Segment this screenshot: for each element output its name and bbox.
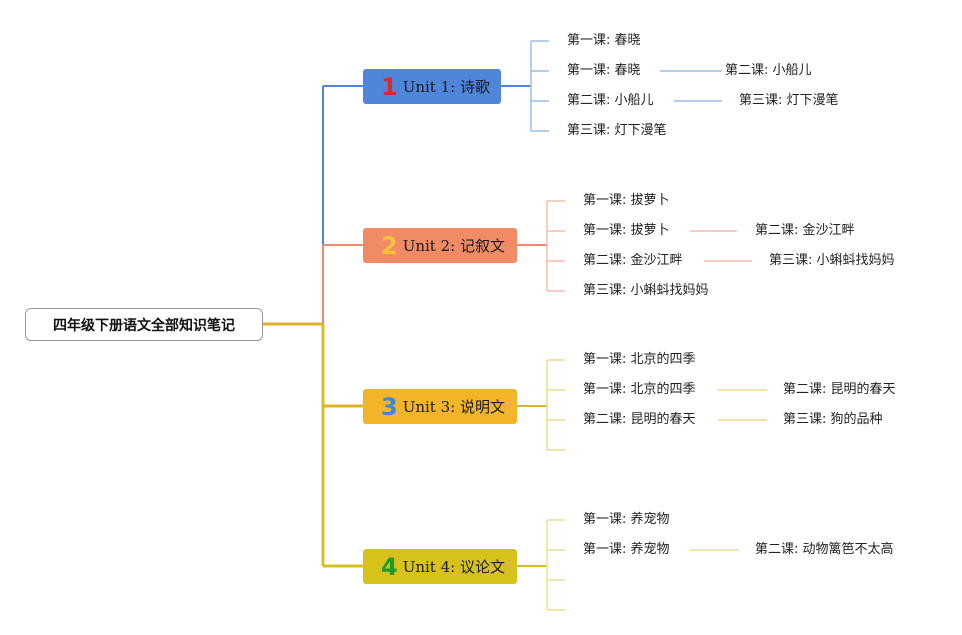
lesson-topic[interactable]: 第三课: 小蝌蚪找妈妈	[583, 283, 709, 298]
lesson-topic[interactable]: 第一课: 拔萝卜	[583, 193, 670, 208]
unit-number-2-icon: 2	[381, 231, 398, 260]
root-topic[interactable]: 四年级下册语文全部知识笔记	[25, 308, 263, 341]
lesson-topic[interactable]: 第一课: 春晓	[567, 63, 641, 78]
lesson-topic[interactable]: 第二课: 昆明的春天	[783, 382, 896, 397]
lesson-topic[interactable]: 第一课: 北京的四季	[583, 382, 696, 397]
lesson-topic[interactable]: 第一课: 春晓	[567, 33, 641, 48]
unit-label-4: Unit 4: 议论文	[402, 558, 505, 576]
lesson-topic[interactable]: 第三课: 小蝌蚪找妈妈	[769, 253, 895, 268]
lesson-topic[interactable]: 第二课: 金沙江畔	[755, 223, 855, 238]
root-topic-label: 四年级下册语文全部知识笔记	[53, 317, 235, 334]
lesson-topic[interactable]: 第三课: 灯下漫笔	[739, 93, 839, 108]
unit-number-4-icon: 4	[381, 552, 398, 581]
unit-label-3: Unit 3: 说明文	[402, 398, 505, 416]
lesson-topic[interactable]: 第一课: 养宠物	[583, 542, 670, 557]
lesson-topic[interactable]: 第一课: 拔萝卜	[583, 223, 670, 238]
lesson-topic[interactable]: 第三课: 狗的品种	[783, 412, 883, 427]
lesson-topic[interactable]: 第一课: 养宠物	[583, 512, 670, 527]
lesson-topic[interactable]: 第二课: 小船儿	[567, 93, 654, 108]
lesson-topic[interactable]: 第一课: 北京的四季	[583, 352, 696, 367]
lesson-topic[interactable]: 第二课: 昆明的春天	[583, 412, 696, 427]
unit-label-1: Unit 1: 诗歌	[402, 78, 490, 96]
unit-number-3-icon: 3	[381, 392, 398, 421]
lesson-topic[interactable]: 第二课: 动物篱笆不太高	[755, 542, 894, 557]
lesson-topic[interactable]: 第二课: 金沙江畔	[583, 253, 683, 268]
unit-label-2: Unit 2: 记叙文	[402, 237, 505, 255]
unit-number-1-icon: 1	[381, 72, 398, 101]
lesson-topic[interactable]: 第二课: 小船儿	[725, 63, 812, 78]
lesson-topic[interactable]: 第三课: 灯下漫笔	[567, 123, 667, 138]
